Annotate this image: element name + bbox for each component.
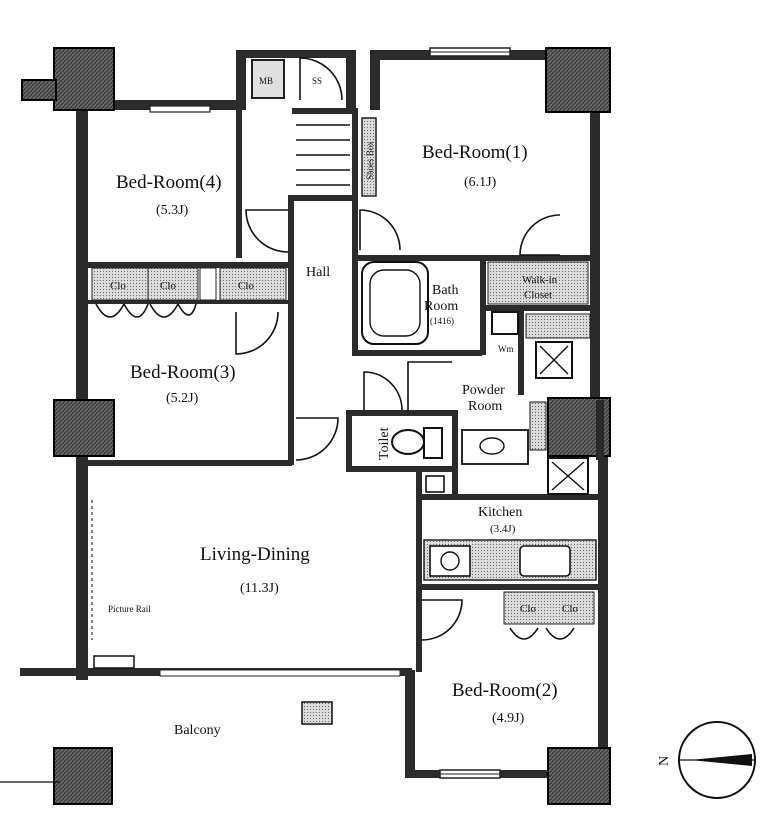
bath-size: (1416) xyxy=(430,316,454,326)
bath-label-1: Bath xyxy=(432,283,458,298)
closet-door-arc xyxy=(95,303,149,318)
pantry xyxy=(503,591,595,625)
balcony-label: Balcony xyxy=(174,723,221,738)
bed1-name: Bed-Room(1) xyxy=(422,142,528,163)
bed3-area: (5.2J) xyxy=(166,391,199,406)
pantry-label-1: Clo xyxy=(520,603,536,615)
walkin-label-2: Closet xyxy=(524,289,552,301)
ss-label: SS xyxy=(312,76,322,86)
walkin-shelf-2 xyxy=(525,313,591,339)
ps-kitchen-x xyxy=(551,461,585,491)
vanity xyxy=(461,429,529,465)
kitchen-label: Kitchen xyxy=(478,505,522,520)
bed2-area: (4.9J) xyxy=(492,711,525,726)
entrance-steps xyxy=(296,124,350,186)
pipe-space xyxy=(529,401,547,451)
picture-rail-label: Picture Rail xyxy=(108,604,151,614)
bed4-area: (5.3J) xyxy=(156,203,189,218)
bath-door xyxy=(363,371,403,411)
living-area: (11.3J) xyxy=(240,581,279,596)
toilet-tank xyxy=(423,427,443,459)
hall-label: Hall xyxy=(306,265,330,280)
kitchen-sink xyxy=(519,545,571,577)
living-name: Living-Dining xyxy=(200,544,310,565)
powder-label-1: Powder xyxy=(462,383,505,398)
mb-label: MB xyxy=(259,76,273,86)
bed3-door xyxy=(235,311,279,355)
bathtub-inner xyxy=(369,269,421,337)
bed3-name: Bed-Room(3) xyxy=(130,362,236,383)
burner xyxy=(440,551,460,571)
shoes-box-label: Shoes Box xyxy=(365,141,375,180)
closet-label-1: Clo xyxy=(110,280,126,292)
walkin-shelf xyxy=(487,261,589,305)
washer-x xyxy=(539,345,569,375)
pantry-label-2: Clo xyxy=(562,603,578,615)
shoes-box xyxy=(361,117,377,197)
closet-door-arc xyxy=(149,303,197,318)
bathtub xyxy=(361,261,429,345)
structural-columns xyxy=(21,47,611,805)
toilet-bowl xyxy=(391,429,425,455)
pantry-door-arc xyxy=(509,627,575,640)
aircon-unit xyxy=(301,701,333,725)
living-door xyxy=(295,417,339,461)
bed2-name: Bed-Room(2) xyxy=(452,680,558,701)
toilet-label: Toilet xyxy=(377,427,392,460)
bed1-area: (6.1J) xyxy=(464,175,497,190)
bath-label-2: Room xyxy=(424,299,458,314)
compass xyxy=(678,721,756,799)
walkin-label-1: Walk-in xyxy=(522,274,558,286)
interior-walls xyxy=(86,108,604,672)
closet-label-3: Clo xyxy=(238,280,254,292)
cooktop xyxy=(429,545,471,577)
compass-north-label: N xyxy=(657,756,672,766)
bed4-name: Bed-Room(4) xyxy=(116,172,222,193)
windows xyxy=(149,47,511,779)
closet-label-2: Clo xyxy=(160,280,176,292)
wm-label: Wm xyxy=(498,344,514,354)
meter-box xyxy=(251,59,285,99)
bed2-door xyxy=(421,599,463,641)
kitchen-small-box xyxy=(425,475,445,493)
entrance-door xyxy=(299,57,343,101)
powder-label-2: Room xyxy=(468,399,502,414)
bed4-door xyxy=(245,209,289,253)
closets-row xyxy=(91,267,287,301)
kitchen-area: (3.4J) xyxy=(490,523,516,535)
powder-door xyxy=(407,361,452,412)
walkin-door xyxy=(519,214,561,256)
vanity-sink xyxy=(479,437,505,455)
ps-box xyxy=(491,311,519,335)
bed1-door xyxy=(359,209,401,251)
ps-living xyxy=(93,655,135,669)
